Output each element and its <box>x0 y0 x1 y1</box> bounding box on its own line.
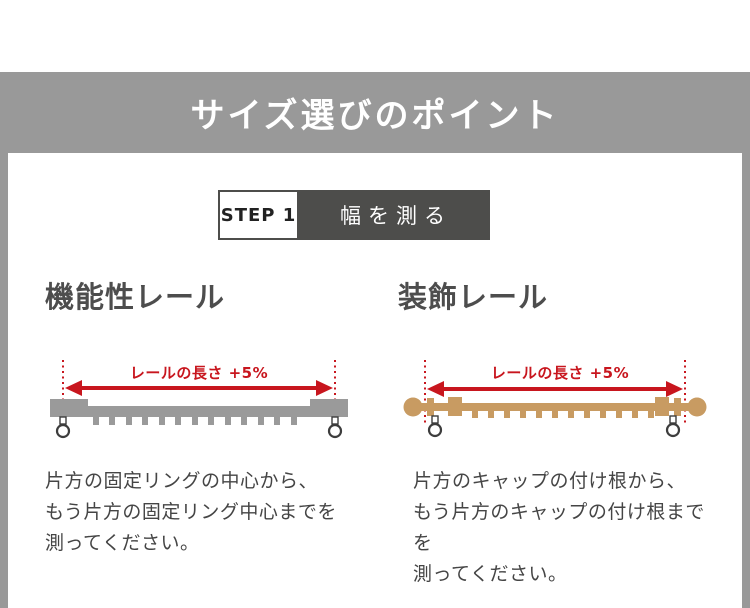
decorative-rail-section: 装飾レール レールの長さ +5% <box>398 240 710 590</box>
measure-arrow-icon <box>427 381 683 397</box>
decorative-rail-description: 片方のキャップの付け根から、 もう片方のキャップの付け根までを 測ってください。 <box>398 466 710 590</box>
functional-rail-diagram: レールの長さ +5% <box>50 360 348 439</box>
decorative-rail-heading: 装飾レール <box>398 280 549 314</box>
rail-glider-teeth <box>472 411 654 418</box>
content-card: STEP 1 幅を測る 機能性レール レールの長さ +5% <box>8 153 742 608</box>
step-badge: STEP 1 幅を測る <box>218 190 490 240</box>
cap-ring-right-icon <box>665 415 681 438</box>
fixed-ring-right-icon <box>327 416 343 439</box>
description-line: 測ってください。 <box>413 563 568 585</box>
description-line: 片方の固定リングの中心から、 <box>45 470 319 492</box>
cap-ring-left-icon <box>427 415 443 438</box>
gray-background-panel: サイズ選びのポイント STEP 1 幅を測る 機能性レール レールの長さ +5% <box>0 72 750 608</box>
functional-rail-description: 片方の固定リングの中心から、 もう片方の固定リング中心までを 測ってください。 <box>45 466 357 559</box>
measure-arrow-icon <box>65 380 333 396</box>
rail-columns: 機能性レール レールの長さ +5% <box>8 240 742 590</box>
measure-label: レールの長さ +5% <box>130 364 268 382</box>
rail-glider-teeth <box>93 417 297 425</box>
description-line: 片方のキャップの付け根から、 <box>413 470 687 492</box>
description-line: 測ってください。 <box>45 532 200 554</box>
page-title: サイズ選びのポイント <box>190 96 560 136</box>
functional-rail-heading: 機能性レール <box>45 280 226 314</box>
decorative-rail-icon <box>403 397 707 418</box>
step-number-label: STEP 1 <box>220 192 297 238</box>
step-title: 幅を測る <box>340 204 452 228</box>
fixed-ring-left-icon <box>55 416 71 439</box>
functional-rail-section: 機能性レール レールの長さ +5% <box>45 240 357 590</box>
decorative-rail-diagram: レールの長さ +5% <box>403 360 707 438</box>
description-line: もう片方のキャップの付け根までを <box>413 501 705 554</box>
functional-rail-icon <box>50 399 348 425</box>
measure-label: レールの長さ +5% <box>491 364 629 382</box>
description-line: もう片方の固定リング中心までを <box>45 501 337 523</box>
